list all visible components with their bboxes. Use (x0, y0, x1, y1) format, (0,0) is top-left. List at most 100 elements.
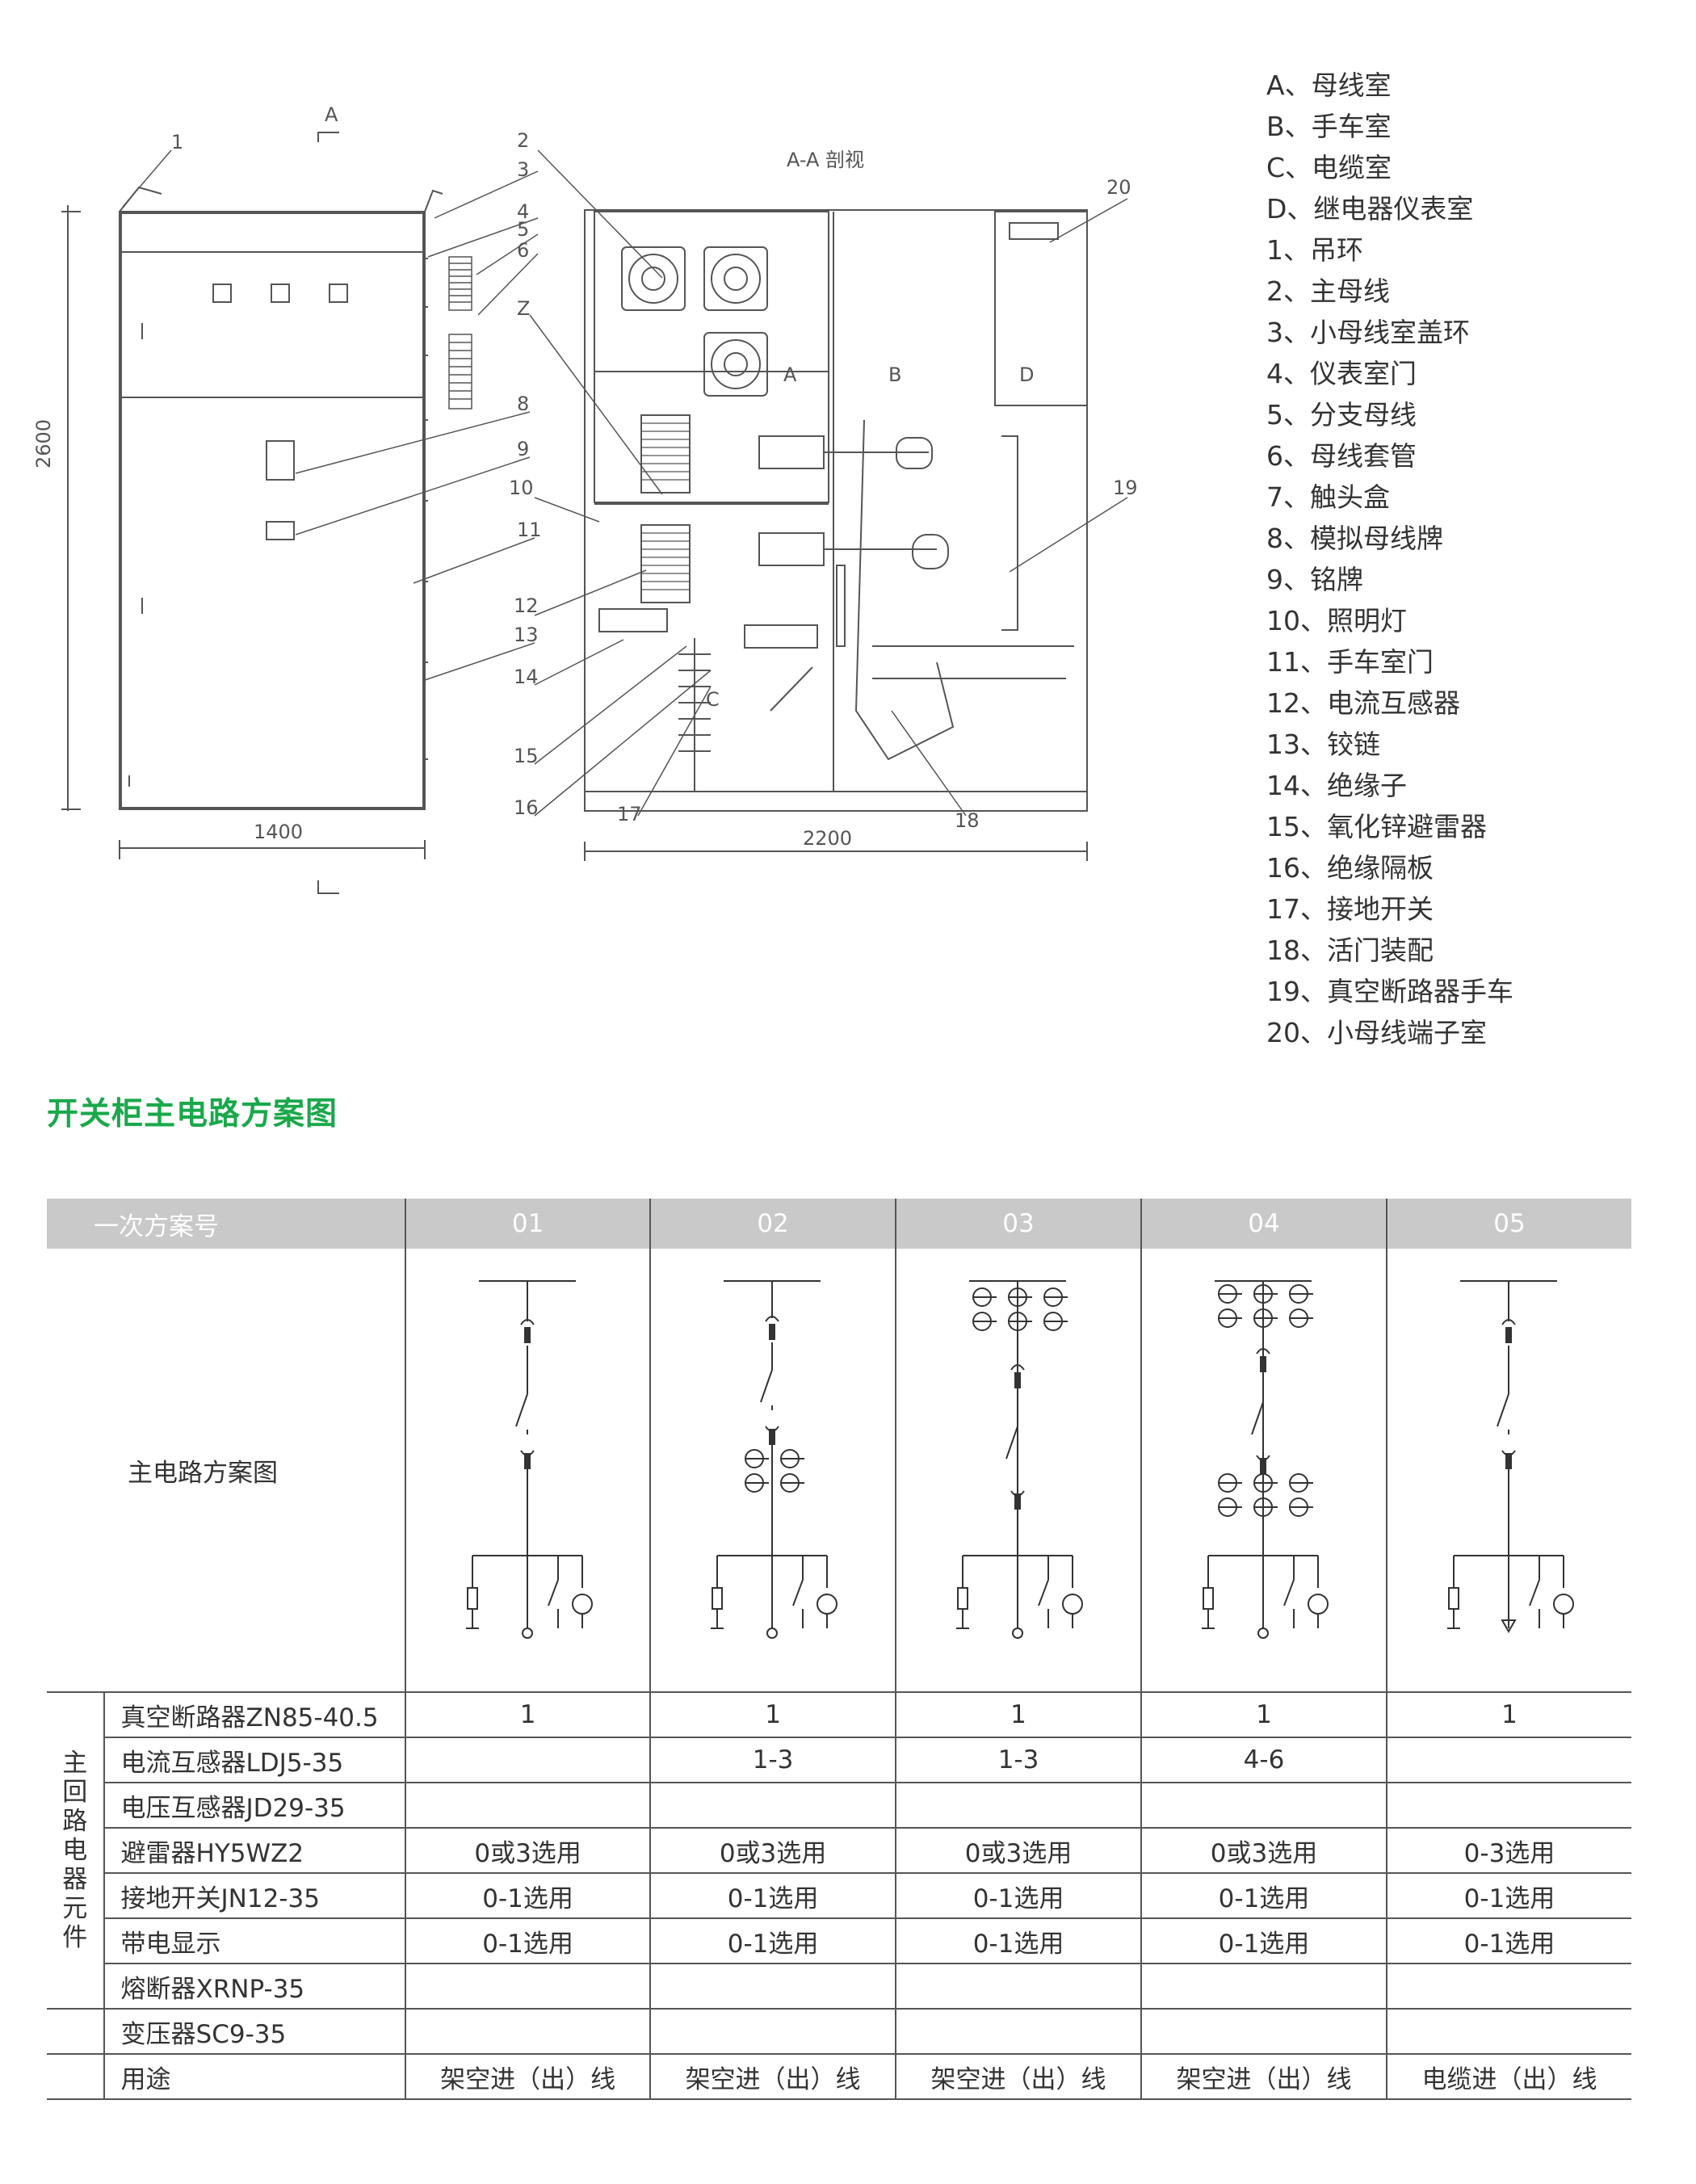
earth-switch-icon (792, 1579, 804, 1606)
circuit-breaker-icon (1497, 1393, 1509, 1427)
terminal-icon (1012, 1628, 1024, 1639)
header-scheme-no: 一次方案号 (47, 1199, 406, 1249)
cell (649, 1964, 896, 2010)
cell: 0-1选用 (1140, 1873, 1387, 1919)
legend-item: 6、母线套管 (1266, 440, 1417, 472)
plug-contact-icon (520, 1319, 535, 1325)
table-header-row: 一次方案号 01 02 03 04 05 (47, 1199, 1631, 1249)
callout-2: 2 (517, 129, 529, 152)
callout-8: 8 (517, 393, 529, 415)
table-row: 熔断器XRNP-35 (47, 1964, 1631, 2010)
legend-item: 20、小母线端子室 (1266, 1017, 1487, 1048)
terminal-icon (1257, 1628, 1270, 1639)
component-legend: A、母线室 B、手车室 C、电缆室 D、继电器仪表室 1、吊环 2、主母线 3、… (1266, 65, 1670, 1053)
cell: 1 (895, 1692, 1142, 1738)
header-col-03: 03 (895, 1199, 1142, 1249)
callout-4: 4 (517, 200, 529, 223)
legend-item: 7、触头盒 (1266, 481, 1390, 513)
live-indicator-icon (817, 1594, 838, 1615)
contact-bar (1505, 1327, 1512, 1343)
legend-item: 11、手车室门 (1266, 646, 1434, 678)
cell (1140, 1964, 1387, 2010)
earth-switch-icon (548, 1579, 560, 1606)
callout-10: 10 (509, 477, 534, 499)
group-label-text: 主回路电器元件 (62, 1749, 88, 1952)
circuit-diagram-03 (895, 1249, 1142, 1693)
legend-item: 18、活门装配 (1266, 934, 1434, 966)
cell: 0-1选用 (405, 1873, 651, 1919)
row-label: 电压互感器JD29-35 (103, 1783, 406, 1829)
callout-14: 14 (514, 666, 539, 688)
circuit-diagram-01 (405, 1249, 651, 1693)
cell: 0-1选用 (1140, 1918, 1387, 1964)
table-row: 用途 架空进（出）线 架空进（出）线 架空进（出）线 架空进（出）线 电缆进（出… (47, 2054, 1631, 2100)
terminal-icon (522, 1628, 534, 1639)
plug-contact-icon (1256, 1348, 1270, 1354)
table-row: 主回路电器元件 真空断路器ZN85-40.5 1 1 1 1 1 (47, 1692, 1631, 2010)
diagram-row: 主电路方案图 (47, 1249, 1631, 1693)
cell (895, 2009, 1142, 2055)
earth-switch-icon (1529, 1579, 1540, 1606)
legend-item: 15、氧化锌避雷器 (1266, 811, 1487, 842)
circuit-diagram-05 (1385, 1249, 1631, 1693)
contact-bar (1014, 1493, 1022, 1510)
surge-arrester-icon (712, 1587, 724, 1610)
legend-item: 8、模拟母线牌 (1266, 523, 1443, 554)
side-cabinet-outline (584, 209, 1088, 812)
plug-contact-icon (1010, 1364, 1025, 1371)
section-label: A-A 剖视 (787, 149, 864, 171)
surge-arrester-icon (1447, 1587, 1459, 1610)
legend-item: 14、绝缘子 (1266, 770, 1407, 801)
cell: 0-1选用 (895, 1873, 1142, 1919)
header-col-05: 05 (1385, 1199, 1631, 1249)
row-label: 带电显示 (103, 1918, 406, 1964)
dim-width-side: 2200 (803, 827, 852, 850)
callout-5: 5 (517, 218, 529, 241)
table-row: 接地开关JN12-35 0-1选用 0-1选用 0-1选用 0-1选用 0-1选… (47, 1873, 1631, 1919)
callout-9: 9 (517, 438, 529, 460)
circuit-breaker-icon (515, 1393, 529, 1427)
circuit-diagram-04 (1140, 1249, 1387, 1693)
cell: 1-3 (649, 1737, 896, 1783)
legend-item: C、电缆室 (1266, 152, 1392, 183)
legend-item: 10、照明灯 (1266, 605, 1407, 636)
label-d: D (1019, 363, 1034, 386)
callout-3: 3 (517, 158, 529, 181)
cell (1140, 2009, 1387, 2055)
circuit-scheme-table: 一次方案号 01 02 03 04 05 主电路方案图 主回路电器元件 真空断路… (47, 1199, 1631, 2100)
cell (895, 1964, 1142, 2010)
surge-arrester-icon (957, 1587, 969, 1610)
earth-switch-icon (1283, 1579, 1295, 1606)
table-row: 电压互感器JD29-35 (47, 1783, 1631, 1829)
row-label: 真空断路器ZN85-40.5 (103, 1692, 406, 1738)
cell: 架空进（出）线 (895, 2054, 1142, 2100)
cell: 0或3选用 (649, 1828, 896, 1874)
cell: 0-1选用 (405, 1918, 651, 1964)
contact-bar (769, 1429, 776, 1445)
dim-width-front: 1400 (254, 821, 303, 843)
cell: 1 (1140, 1692, 1387, 1738)
row-label: 接地开关JN12-35 (103, 1873, 406, 1919)
legend-item: 13、铰链 (1266, 729, 1380, 760)
legend-item: 12、电流互感器 (1266, 687, 1460, 719)
row-label: 熔断器XRNP-35 (103, 1964, 406, 2010)
blank-cell (47, 2054, 104, 2100)
cell (1385, 1737, 1631, 1783)
contact-bar (1014, 1372, 1022, 1388)
table-row: 变压器SC9-35 (47, 2009, 1631, 2055)
cell (649, 2009, 896, 2055)
legend-item: 5、分支母线 (1266, 399, 1417, 430)
switchgear-drawing: A-A 剖视 A 2600 1400 2200 1 2 3 4 5 6 Z 8 … (32, 103, 1138, 894)
circuit-breaker-icon (1005, 1426, 1018, 1460)
diagram-row-label: 主电路方案图 (47, 1249, 406, 1693)
legend-item: 19、真空断路器手车 (1266, 976, 1513, 1007)
legend-item: D、继电器仪表室 (1266, 193, 1474, 225)
cell (1140, 1783, 1387, 1829)
cell: 1 (1385, 1692, 1631, 1738)
contact-bar (1260, 1458, 1267, 1474)
table-row: 带电显示 0-1选用 0-1选用 0-1选用 0-1选用 0-1选用 (47, 1918, 1631, 1964)
blank-cell (47, 2009, 104, 2055)
header-col-01: 01 (405, 1199, 651, 1249)
plug-contact-icon (765, 1316, 779, 1322)
header-col-02: 02 (649, 1199, 896, 1249)
